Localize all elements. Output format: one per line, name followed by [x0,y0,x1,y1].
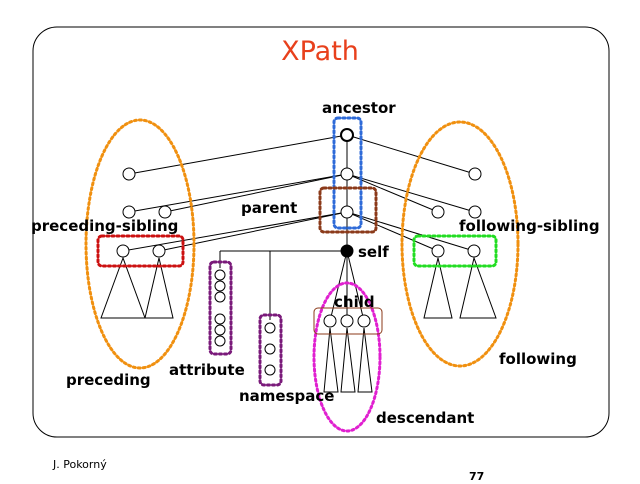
subtree-triangle [340,327,356,393]
tree-node [122,205,136,219]
descendant-label: descendant [376,409,475,427]
root-node [340,128,354,142]
tree-node [152,244,166,258]
tree-node [431,244,445,258]
namespace-box [258,313,283,387]
following-label: following [499,350,577,368]
descendant-ellipse [312,281,382,433]
tree-nodes [116,128,482,376]
following-ellipse [400,120,520,368]
parent-box [318,186,378,234]
subtree-triangle [459,256,497,319]
following-sibling-label: following-sibling [459,217,600,235]
tree-node [158,205,172,219]
tree-node [431,205,445,219]
subtree-triangle [323,327,339,393]
tree-node [340,167,354,181]
tree-node [467,244,481,258]
subtree-triangles [100,256,497,393]
attribute-node [214,313,226,325]
attribute-label: attribute [169,361,245,379]
ancestor-box [332,116,363,230]
tree-node [468,205,482,219]
self-label: self [358,243,389,261]
namespace-node [264,364,276,376]
parent-node [340,205,354,219]
slide-frame [32,26,610,438]
subtree-triangle [357,327,373,393]
slide-title: XPath [281,36,359,67]
tree-node [122,167,136,181]
attribute-box [208,260,233,356]
preceding-sibling-box [96,234,185,268]
self-node [340,244,354,258]
subtree-triangle [144,257,174,319]
subtree-triangle [423,257,453,319]
attribute-node [214,335,226,347]
preceding-ellipse [84,118,196,370]
footer-author: J. Pokorný [53,458,107,471]
namespace-label: namespace [239,387,335,405]
namespace-node [264,322,276,334]
attribute-node [214,269,226,281]
attribute-node [214,291,226,303]
preceding-sibling-label: preceding-sibling [31,217,179,235]
subtree-triangle [100,256,146,319]
child-label: child [334,293,375,311]
parent-label: parent [241,199,298,217]
child-node [340,314,354,328]
preceding-label: preceding [66,371,151,389]
tree-node [116,244,130,258]
footer-page-number: 77 [469,470,485,483]
namespace-node [264,343,276,355]
attribute-node [214,324,226,336]
child-node [357,314,371,328]
ancestor-label: ancestor [322,99,396,117]
child-node [323,314,337,328]
attribute-node [214,280,226,292]
following-sibling-box [412,234,498,268]
child-box [313,307,383,335]
tree-node [468,167,482,181]
